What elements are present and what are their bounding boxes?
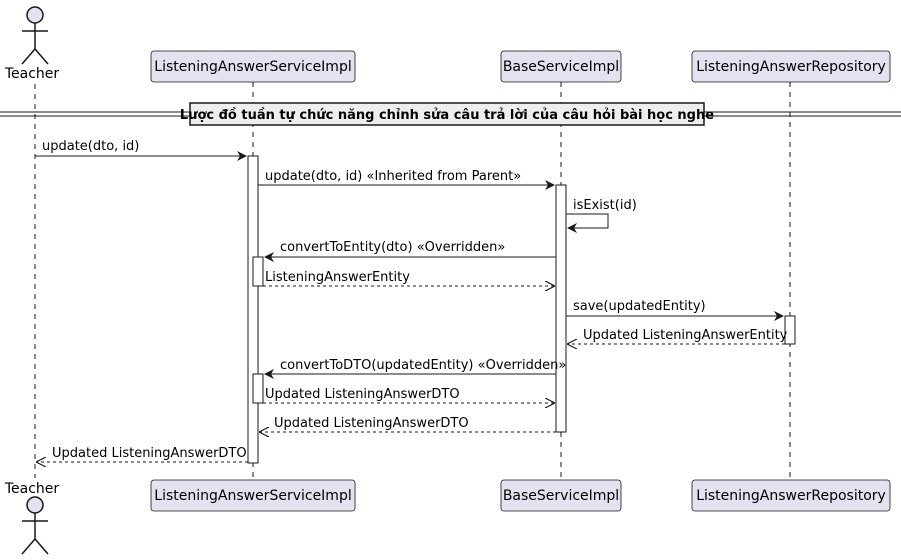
service-activation xyxy=(247,155,259,464)
message-11-label: Updated ListeningAnswerDTO xyxy=(52,446,247,461)
message-6-label: save(updatedEntity) xyxy=(573,299,706,314)
base-participant-top-label: BaseServiceImpl xyxy=(503,59,619,75)
teacher-label-top: Teacher xyxy=(4,66,60,82)
message-7-label: Updated ListeningAnswerEntity xyxy=(583,328,788,343)
base-activation xyxy=(555,184,567,433)
message-1-label: update(dto, id) xyxy=(42,139,139,154)
section-divider: Lược đồ tuần tự chức năng chỉnh sửa câu … xyxy=(0,102,901,126)
base-participant-bottom xyxy=(500,479,622,512)
divider-label: Lược đồ tuần tự chức năng chỉnh sửa câu … xyxy=(180,108,714,123)
repo-participant-top-label: ListeningAnswerRepository xyxy=(696,59,886,75)
message-10-label: Updated ListeningAnswerDTO xyxy=(274,416,469,431)
repo-participant-top xyxy=(691,50,891,83)
message-9-label: Updated ListeningAnswerDTO xyxy=(265,387,460,402)
teacher-actor-bottom xyxy=(21,496,49,555)
message-5-label: ListeningAnswerEntity xyxy=(265,270,410,285)
teacher-actor-top xyxy=(21,6,49,65)
repo-participant-bottom xyxy=(691,479,891,512)
repo-activation xyxy=(784,315,796,345)
divider-label-box xyxy=(189,102,705,126)
message-8-label: convertToDTO(updatedEntity) «Overridden» xyxy=(280,358,566,373)
teacher-actor-head xyxy=(26,6,44,24)
service-activation-convert-entity xyxy=(252,256,264,287)
service-activation-convert-dto xyxy=(252,373,264,404)
service-participant-bottom-label: ListeningAnswerServiceImpl xyxy=(154,488,351,504)
repo-participant-bottom-label: ListeningAnswerRepository xyxy=(696,488,886,504)
service-participant-bottom xyxy=(150,479,356,512)
message-2-label: update(dto, id) «Inherited from Parent» xyxy=(265,169,521,184)
service-participant-top-label: ListeningAnswerServiceImpl xyxy=(154,59,351,75)
message-4-label: convertToEntity(dto) «Overridden» xyxy=(280,240,505,255)
base-participant-bottom-label: BaseServiceImpl xyxy=(503,488,619,504)
message-3-label: isExist(id) xyxy=(573,198,637,213)
service-participant-top xyxy=(150,50,356,83)
base-participant-top xyxy=(500,50,622,83)
teacher-label-bottom: Teacher xyxy=(4,481,60,497)
teacher-actor-head-bottom xyxy=(26,496,44,514)
message-3-arrow xyxy=(566,213,609,233)
